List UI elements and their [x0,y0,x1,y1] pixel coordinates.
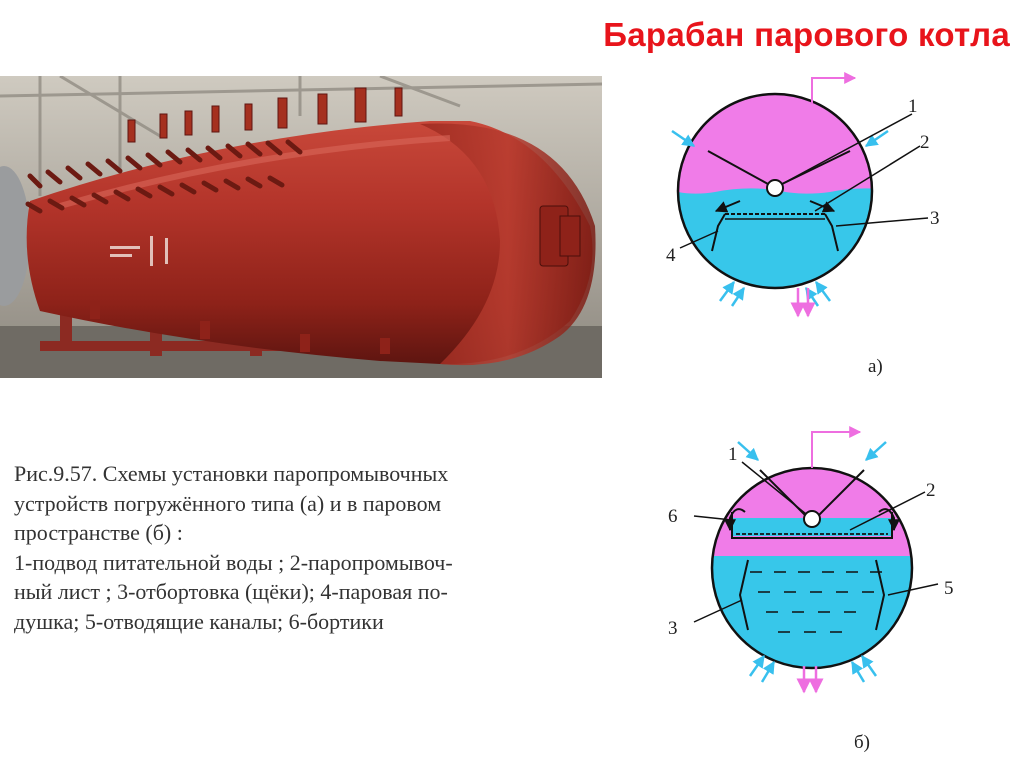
leader-3 [693,599,743,623]
feed-water-pipe [766,179,784,197]
caption-line: душка; 5-отводящие каналы; 6-бортики [14,608,384,634]
downcomer-arrows [790,288,816,318]
leader-1 [741,461,807,515]
slide-title: Барабан парового котла [603,16,1010,53]
leader-6 [693,515,733,521]
boiler-drum-illustration [0,76,602,378]
label-5: 5 [944,578,954,599]
caption-line: устройств погружённого типа (а) и в паро… [14,490,442,516]
downcomer-arrows [796,666,824,694]
diagram-b: 1 2 6 5 3 б) [650,420,970,755]
steam-outlet-arrow [811,426,862,468]
leader-1 [781,113,913,185]
feed-arrow-left [737,441,759,461]
label-6: 6 [668,506,678,527]
drum-shell [676,92,874,290]
label-2: 2 [926,480,936,501]
feed-arrow-left [671,129,696,148]
caption-line: пространстве (б) : [14,520,183,545]
flow-arrow-left [724,508,746,532]
diagram-b-svg: 1 2 6 5 3 б) [668,426,954,753]
label-3: 3 [668,618,678,639]
steam-outlet-arrow [811,72,857,104]
leader-2 [849,491,926,531]
leader-5 [887,583,939,596]
label-1: 1 [908,96,918,117]
water-level-marks [750,571,882,633]
channel-wall-right [875,559,886,631]
caption-line: Рис.9.57. Схемы установки паропромывочны… [14,461,449,486]
caption-line: 1-подвод питательной воды ; 2-паропромыв… [14,549,453,575]
leader-3 [835,217,929,227]
boiler-drum-photo [0,76,602,378]
feed-pipe-right [817,469,865,517]
riser-arrows [718,280,832,307]
label-4: 4 [666,245,676,266]
sublabel-a: а) [868,356,883,377]
leader-2 [814,145,921,212]
channel-wall-left [738,559,749,631]
flow-arrow-left [714,200,741,213]
feed-arrow-right [864,129,889,148]
diagram-a-svg: 1 2 3 4 а) [666,72,940,377]
figure-caption: Рис.9.57. Схемы установки паропромывочны… [14,459,594,636]
diagram-a: 1 2 3 4 а) [650,66,950,386]
riser-arrows [748,654,878,683]
feed-water-pipe [803,510,821,528]
flange-left [711,213,726,252]
feed-pipe-left [707,150,769,185]
label-2: 2 [920,132,930,153]
leader-4 [679,230,719,249]
label-3: 3 [930,208,940,229]
feed-arrow-right [865,441,887,461]
sublabel-b: б) [854,732,870,753]
label-1: 1 [728,444,738,465]
flange-right [824,213,839,252]
caption-line: ный лист ; 3-отбортовка (щёки); 4-парова… [14,579,448,604]
